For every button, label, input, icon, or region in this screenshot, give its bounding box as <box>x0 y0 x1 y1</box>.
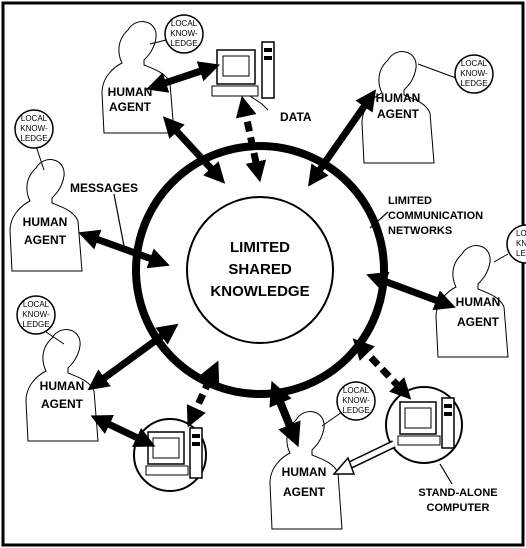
tower-icon <box>441 397 455 449</box>
center-line-2: SHARED <box>228 261 292 278</box>
agent-label-line1: HUMAN <box>40 379 85 393</box>
bubble-line-3: LEDGE <box>20 134 47 143</box>
screen <box>152 437 180 459</box>
data-label: DATA <box>280 110 312 124</box>
computer-bottom-left <box>133 418 207 492</box>
keyboard-icon <box>211 85 259 97</box>
agent-label-line2: AGENT <box>24 233 67 247</box>
drive-slot <box>444 412 452 416</box>
bubble-line-2: KNOW- <box>460 69 488 78</box>
data-arrow <box>235 95 267 183</box>
bubble-line-2: KNOW- <box>516 239 526 248</box>
networks-label-line3: NETWORKS <box>388 225 452 237</box>
agent-label-line2: AGENT <box>377 107 420 121</box>
keyboard-icon <box>145 465 189 476</box>
connector-line <box>417 63 457 79</box>
message-arrow <box>366 271 456 311</box>
human-silhouette-icon <box>361 51 435 164</box>
connector-line <box>321 411 343 427</box>
message-arrow <box>87 323 179 391</box>
bubble-line-3: LEDGE <box>22 320 49 329</box>
computer-stand-alone <box>385 386 463 464</box>
hollow-arrow-fill <box>344 441 396 470</box>
local-knowledge-top-right: LOCAL KNOW- LEDGE <box>417 54 494 94</box>
connector-line <box>45 331 65 345</box>
human-silhouette-icon <box>25 329 99 442</box>
bubble-line-1: LOCAL <box>23 300 50 309</box>
local-knowledge-top-left: LOCAL KNOW- LEDGE <box>149 14 204 54</box>
agent-label-line1: HUMAN <box>282 465 327 479</box>
screen <box>404 407 432 429</box>
human-silhouette-icon <box>9 159 83 272</box>
bubble-line-3: LEDGE <box>516 249 526 258</box>
bubble-line-1: LOCAL <box>516 229 526 238</box>
bubble <box>506 224 526 264</box>
networks-pointer <box>369 211 389 229</box>
standalone-label-line2: COMPUTER <box>427 502 490 514</box>
drive-slot <box>192 442 200 446</box>
human-agent-bottom-left: HUMAN AGENT <box>25 329 99 442</box>
bubble <box>16 295 56 335</box>
bubble-line-3: LEDGE <box>170 39 197 48</box>
message-arrow <box>146 61 220 93</box>
drive-slot <box>264 56 272 60</box>
agent-label-line2: AGENT <box>283 485 326 499</box>
connector-line <box>35 145 45 171</box>
connector-line <box>149 39 167 45</box>
networks-label-line2: COMMUNICATION <box>388 210 483 222</box>
agent-label-line2: AGENT <box>41 397 84 411</box>
message-arrow <box>269 380 301 448</box>
hollow-arrow-head <box>332 456 356 475</box>
agent-label-line1: HUMAN <box>376 91 421 105</box>
drive-slot <box>444 404 452 408</box>
data-arrow <box>352 338 412 400</box>
screen <box>222 55 250 77</box>
center-line-3: KNOWLEDGE <box>210 283 309 300</box>
bubble-line-1: LOCAL <box>171 19 198 28</box>
human-agent-left: HUMAN AGENT <box>9 159 83 272</box>
messages-label: MESSAGES <box>70 181 138 195</box>
bubble-line-1: LOCAL <box>343 386 370 395</box>
bubble-line-1: LOCAL <box>461 59 488 68</box>
bubble <box>164 14 204 54</box>
networks-label-line1: LIMITED <box>388 195 432 207</box>
drive-slot <box>192 434 200 438</box>
local-knowledge-left: LOCAL KNOW- LEDGE <box>14 109 54 171</box>
connector-line <box>493 253 509 263</box>
human-agent-top-right: HUMAN AGENT <box>361 51 435 164</box>
bubble-line-1: LOCAL <box>21 114 48 123</box>
bubble-line-2: KNOW- <box>342 396 370 405</box>
bubble-line-2: KNOW- <box>22 310 50 319</box>
tower-icon <box>189 427 203 479</box>
bubble-line-2: KNOW- <box>20 124 48 133</box>
message-arrow <box>78 229 170 269</box>
human-agent-top-left: HUMAN AGENT <box>101 21 175 134</box>
agent-label-line2: AGENT <box>109 100 152 114</box>
local-knowledge-right: LOCAL KNOW- LEDGE <box>493 224 526 264</box>
data-arrow <box>186 360 220 428</box>
shared-knowledge-circle <box>186 196 334 344</box>
messages-pointer <box>113 193 125 247</box>
local-knowledge-bottom-left: LOCAL KNOW- LEDGE <box>16 295 65 345</box>
bubble-line-3: LEDGE <box>342 406 369 415</box>
bubble <box>14 109 54 149</box>
bubble <box>454 54 494 94</box>
message-arrow <box>90 415 156 447</box>
agent-label-line2: AGENT <box>457 315 500 329</box>
agent-label-line1: HUMAN <box>108 85 153 99</box>
message-arrow <box>162 116 226 184</box>
keyboard-icon <box>397 435 441 446</box>
center-line-1: LIMITED <box>230 239 290 256</box>
standalone-label-line1: STAND-ALONE <box>418 487 497 499</box>
bubble-line-2: KNOW- <box>170 29 198 38</box>
agent-label-line1: HUMAN <box>23 215 68 229</box>
standalone-pointer <box>439 463 453 485</box>
bubble-line-3: LEDGE <box>460 79 487 88</box>
agent-label-line1: HUMAN <box>456 295 501 309</box>
message-arrow <box>307 89 377 187</box>
drive-slot <box>264 48 272 52</box>
